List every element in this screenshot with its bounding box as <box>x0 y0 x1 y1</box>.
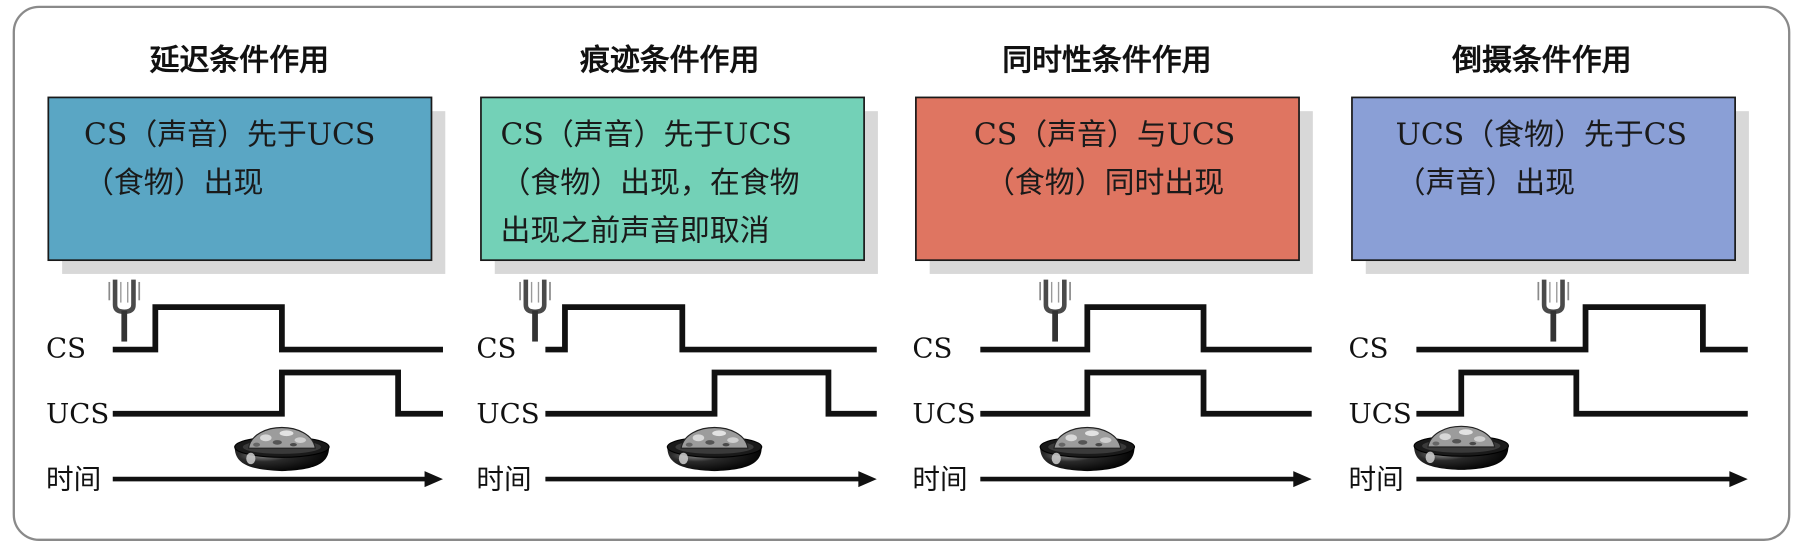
cs-label: CS <box>1349 333 1389 365</box>
description-line: CS（声音）与UCS <box>974 117 1235 152</box>
cs-waveform <box>112 304 443 353</box>
ucs-waveform <box>545 369 877 417</box>
description-line: （食物）出现 <box>84 166 263 201</box>
description-line: （食物）同时出现 <box>985 166 1224 201</box>
cs-waveform <box>980 304 1312 353</box>
time-arrowhead <box>424 471 443 488</box>
description-line: CS（声音）先于UCS <box>501 117 792 152</box>
panel-title: 痕迹条件作用 <box>580 43 759 78</box>
description-box <box>480 96 865 262</box>
cs-waveform <box>1416 304 1748 353</box>
panel-delay-conditioning: 延迟条件作用 CS（声音）先于UCS （食物）出现 CS UCS 时间 <box>46 43 446 495</box>
panel-trace-conditioning: 痕迹条件作用 CS（声音）先于UCS （食物）出现，在食物 出现之前声音即取消 … <box>476 43 878 495</box>
ucs-label: UCS <box>476 398 539 430</box>
cs-waveform <box>545 304 877 353</box>
ucs-waveform <box>980 369 1312 417</box>
time-arrowhead <box>1729 471 1748 488</box>
ucs-waveform <box>1416 369 1748 417</box>
cs-label: CS <box>46 333 86 365</box>
time-arrowhead <box>1293 471 1312 488</box>
description-line: CS（声音）先于UCS <box>84 117 375 152</box>
time-arrowhead <box>858 471 877 488</box>
ucs-waveform <box>112 369 443 417</box>
ucs-label: UCS <box>46 398 109 430</box>
time-label: 时间 <box>912 463 967 495</box>
time-label: 时间 <box>1349 463 1404 495</box>
outer-frame <box>12 5 1791 541</box>
description-box <box>915 96 1300 262</box>
time-label: 时间 <box>476 463 531 495</box>
description-line: （食物）出现，在食物 <box>501 166 800 201</box>
ucs-label: UCS <box>1349 398 1412 430</box>
description-line: 出现之前声音即取消 <box>501 214 770 249</box>
ucs-label: UCS <box>912 398 975 430</box>
panel-title: 延迟条件作用 <box>149 43 329 78</box>
cs-label: CS <box>476 333 516 365</box>
description-line: UCS（食物）先于CS <box>1396 117 1687 152</box>
panel-title: 倒摄条件作用 <box>1451 43 1631 78</box>
panel-simultaneous-conditioning: 同时性条件作用 CS（声音）与UCS （食物）同时出现 CS UCS 时间 <box>912 43 1313 495</box>
panel-backward-conditioning: 倒摄条件作用 UCS（食物）先于CS （声音）出现 CS UCS 时间 <box>1349 43 1749 495</box>
description-box <box>1351 96 1736 262</box>
description-box <box>47 96 433 262</box>
time-label: 时间 <box>46 463 101 495</box>
panel-title: 同时性条件作用 <box>1002 43 1211 78</box>
description-line: （声音）出现 <box>1396 166 1575 201</box>
cs-label: CS <box>912 333 952 365</box>
